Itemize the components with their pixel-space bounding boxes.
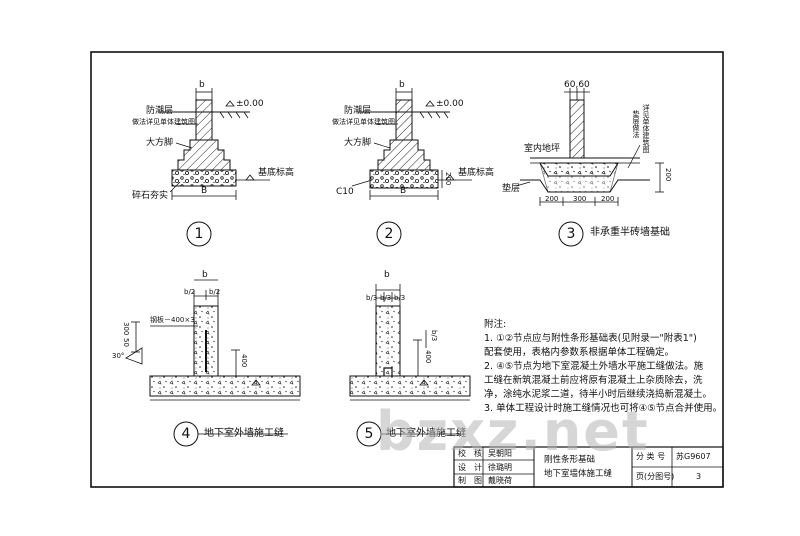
detail-5-number: 5 (364, 426, 374, 442)
detail-4-title: 地下室外墙施工缝 (204, 428, 284, 439)
d3-dim-a: 200 (545, 195, 559, 203)
note-line-3: 2. ④⑤节点为地下室混凝土外墙水平施工缝做法。施 (484, 361, 704, 372)
note-line-1: 1. ①②节点应与附性条形基础表(见附录一"附表1") (484, 333, 697, 344)
d3-top-dims: 60,60 (564, 80, 590, 90)
d2-footing: 大方脚 (344, 138, 372, 148)
d2-damp-layer: 防潮层 (344, 106, 372, 116)
tb-page-value: 3 (696, 472, 702, 481)
d1-damp-layer: 防潮层 (146, 106, 174, 116)
d4-dim-b: b (202, 270, 208, 280)
tb-designer-role: 设 计 (458, 463, 482, 472)
d4-dim-50: 50 (122, 338, 130, 347)
d3-cushion: 垫层 (502, 184, 521, 194)
title-block-frame (453, 446, 724, 488)
d4-dim-400: 400 (240, 354, 248, 368)
tb-category-value: 苏G9607 (676, 452, 711, 461)
d3-vertical-note-2: 详见单体建筑图 (642, 104, 650, 153)
detail-4-number: 4 (181, 426, 191, 442)
d1-damp-note: 做法详见单体建筑图 (132, 118, 195, 126)
d5-dim-b3: b/3 (430, 330, 438, 342)
tb-checker-role: 校 核 (458, 449, 482, 458)
tb-title-line-1: 刚性条形基础 (544, 455, 596, 465)
d2-dim-200: 200 (444, 172, 452, 186)
d1-elevation: ±0.00 (236, 99, 264, 109)
detail-5-title: 地下室外墙施工缝 (386, 428, 466, 439)
d4-angle: 30° (112, 352, 125, 360)
d2-width-b: B (400, 186, 407, 196)
d5-b-third-left: b/3 (366, 294, 378, 302)
detail-4-drawing (125, 279, 301, 447)
d5-dim-b: b (384, 270, 390, 280)
d4-steel-plate: 钢板－400×3 (150, 316, 195, 324)
detail-5-drawing (349, 284, 471, 447)
d1-dim-b: b (199, 80, 205, 90)
sheet-border (90, 51, 724, 488)
d5-dim-400: 400 (424, 350, 432, 364)
detail-3-drawing (515, 88, 664, 247)
detail-1-number: 1 (194, 226, 204, 242)
d3-dim-c: 200 (601, 195, 615, 203)
watermark: bzxz.net (376, 400, 650, 463)
detail-2-drawing (351, 88, 472, 247)
tb-designer-name: 徐璐明 (488, 463, 512, 472)
tb-title-line-2: 地下室墙体施工缝 (544, 469, 613, 479)
d2-elevation: ±0.00 (436, 99, 464, 109)
tb-page-label: 页(分图号) (636, 472, 675, 481)
d4-dim-300: 300 (122, 322, 130, 336)
note-line-5: 净，涂纯水泥浆二道，待半小时后继续浇捣新混凝土。 (484, 389, 713, 400)
detail-3-number: 3 (566, 226, 576, 242)
note-line-2: 配套使用，表格内参数系根据单体工程确定。 (484, 347, 675, 358)
d5-b-third-right: b/3 (394, 294, 406, 302)
d4-b-half-left: b/2 (184, 288, 196, 296)
note-line-4: 工缝在新筑混凝土前应将原有混凝土上杂质除去，洗 (484, 375, 703, 386)
tb-drafter-name: 戴晓荷 (488, 476, 512, 485)
tb-category-label: 分 类 号 (636, 452, 666, 461)
detail-2-number: 2 (384, 226, 394, 242)
notes-heading: 附注: (484, 319, 507, 330)
d3-floor-level: 室内地坪 (524, 144, 561, 154)
d3-dim-b: 300 (573, 195, 587, 203)
d2-base-elevation: 基底标高 (458, 168, 495, 178)
d5-b-third-mid: b/3 (380, 294, 392, 302)
detail-3-title: 非承重半砖墙基础 (590, 227, 670, 238)
note-line-6: 3. 单体工程设计时施工缝情况也可将④⑤节点合并使用。 (484, 403, 723, 414)
d1-base-elevation: 基底标高 (258, 168, 295, 178)
tb-drafter-role: 制 图 (458, 476, 482, 485)
d2-concrete-grade: C10 (336, 187, 354, 197)
d1-footing: 大方脚 (146, 138, 174, 148)
d1-gravel-bed: 碎石夯实 (132, 191, 169, 201)
d1-width-b: B (201, 186, 208, 196)
notes-section: 附注: 1. ①②节点应与附性条形基础表(见附录一"附表1") 配套使用，表格内… (484, 318, 724, 416)
d4-b-half-right: b/2 (209, 288, 221, 296)
d2-damp-note: 做法详见单体建筑图 (332, 118, 395, 126)
detail-1-drawing (158, 88, 270, 247)
d3-vertical-note-1: 垫层做法 (632, 110, 640, 138)
d3-dim-200-right: 200 (664, 168, 672, 182)
d2-dim-b: b (399, 80, 405, 90)
tb-checker-name: 吴朝阳 (488, 449, 512, 458)
